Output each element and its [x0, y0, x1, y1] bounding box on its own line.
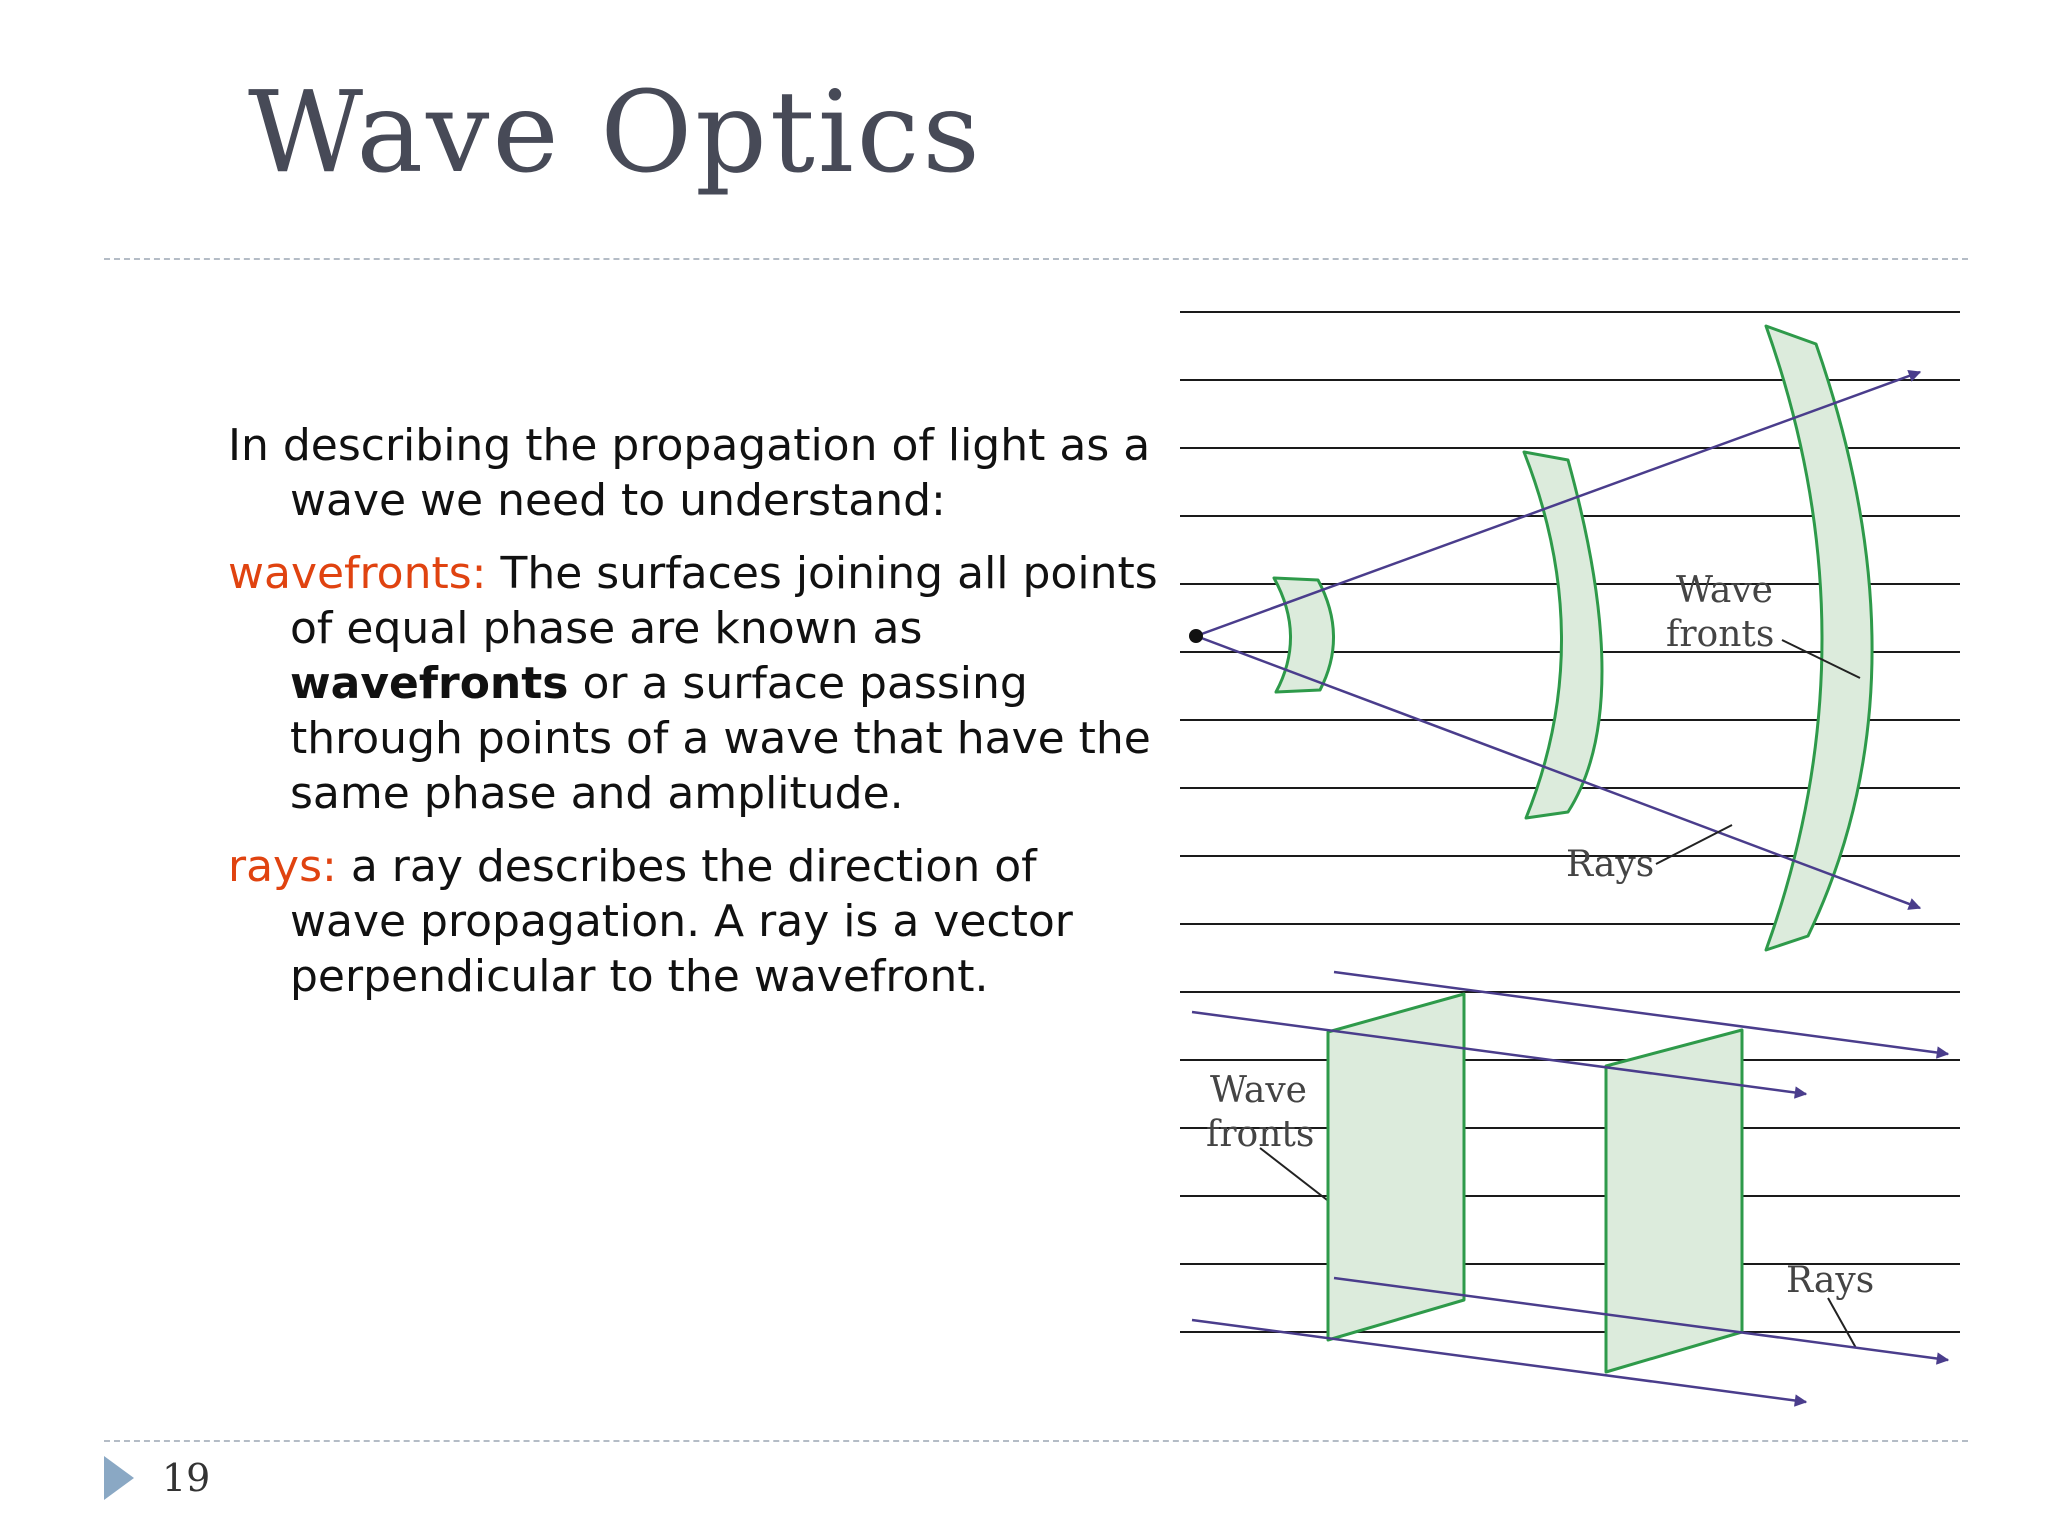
ray-upper [1195, 369, 1922, 638]
plane-ray [1333, 970, 1950, 1059]
wavefront-medium [1522, 450, 1604, 820]
spherical-wavefronts-label-1: Wave [1676, 570, 1773, 611]
wavefronts-text-1: The surfaces joining all points of equal… [290, 548, 1158, 654]
wave-optics-diagram: Wave fronts Rays Wave fronts Rays [1180, 311, 1960, 1407]
point-source [1189, 629, 1203, 643]
plane-ray [1191, 1010, 1808, 1099]
plane-ray [1191, 1318, 1808, 1407]
spherical-wavefronts [1272, 324, 1874, 952]
wavefront-small [1272, 576, 1335, 694]
rays-term: rays: [228, 841, 337, 892]
plane-rays-label: Rays [1786, 1260, 1874, 1301]
wavefronts-text-2: or a surface passing through points of a… [290, 658, 1151, 819]
plane-wavefronts [1326, 992, 1744, 1374]
spherical-rays-leader [1655, 824, 1733, 865]
rays-paragraph: rays: a ray describes the direction of w… [228, 839, 1158, 1004]
plane-wavefronts-label-2: fronts [1206, 1114, 1314, 1155]
wavefront-large [1764, 324, 1874, 952]
slide-number: 19 [162, 1456, 211, 1500]
wavefronts-bold: wavefronts [290, 658, 569, 709]
spherical-wavefronts-label-2: fronts [1666, 614, 1774, 655]
wavefronts-term: wavefronts: [228, 548, 487, 599]
ray-lower [1195, 634, 1922, 910]
intro-paragraph: In describing the propagation of light a… [228, 420, 1151, 526]
plane-wavefronts-label-1: Wave [1210, 1070, 1307, 1111]
plane-rays-leader [1827, 1297, 1857, 1349]
footer-divider [104, 1440, 1968, 1442]
plane-wavefront-left [1326, 992, 1466, 1342]
body-text: In describing the propagation of light a… [228, 418, 1158, 1022]
spherical-rays [1195, 369, 1922, 910]
triangle-right-icon [104, 1456, 134, 1500]
spherical-rays-label: Rays [1566, 844, 1654, 885]
rays-text: a ray describes the direction of wave pr… [290, 841, 1073, 1002]
wavefronts-paragraph: wavefronts: The surfaces joining all poi… [228, 546, 1158, 821]
plane-rays [1191, 970, 1950, 1407]
plane-wavefront-right [1604, 1028, 1744, 1374]
plane-ray [1333, 1276, 1950, 1365]
spherical-wavefronts-leader [1781, 639, 1861, 679]
slide-title: Wave Optics [248, 68, 983, 198]
title-divider [104, 258, 1968, 260]
